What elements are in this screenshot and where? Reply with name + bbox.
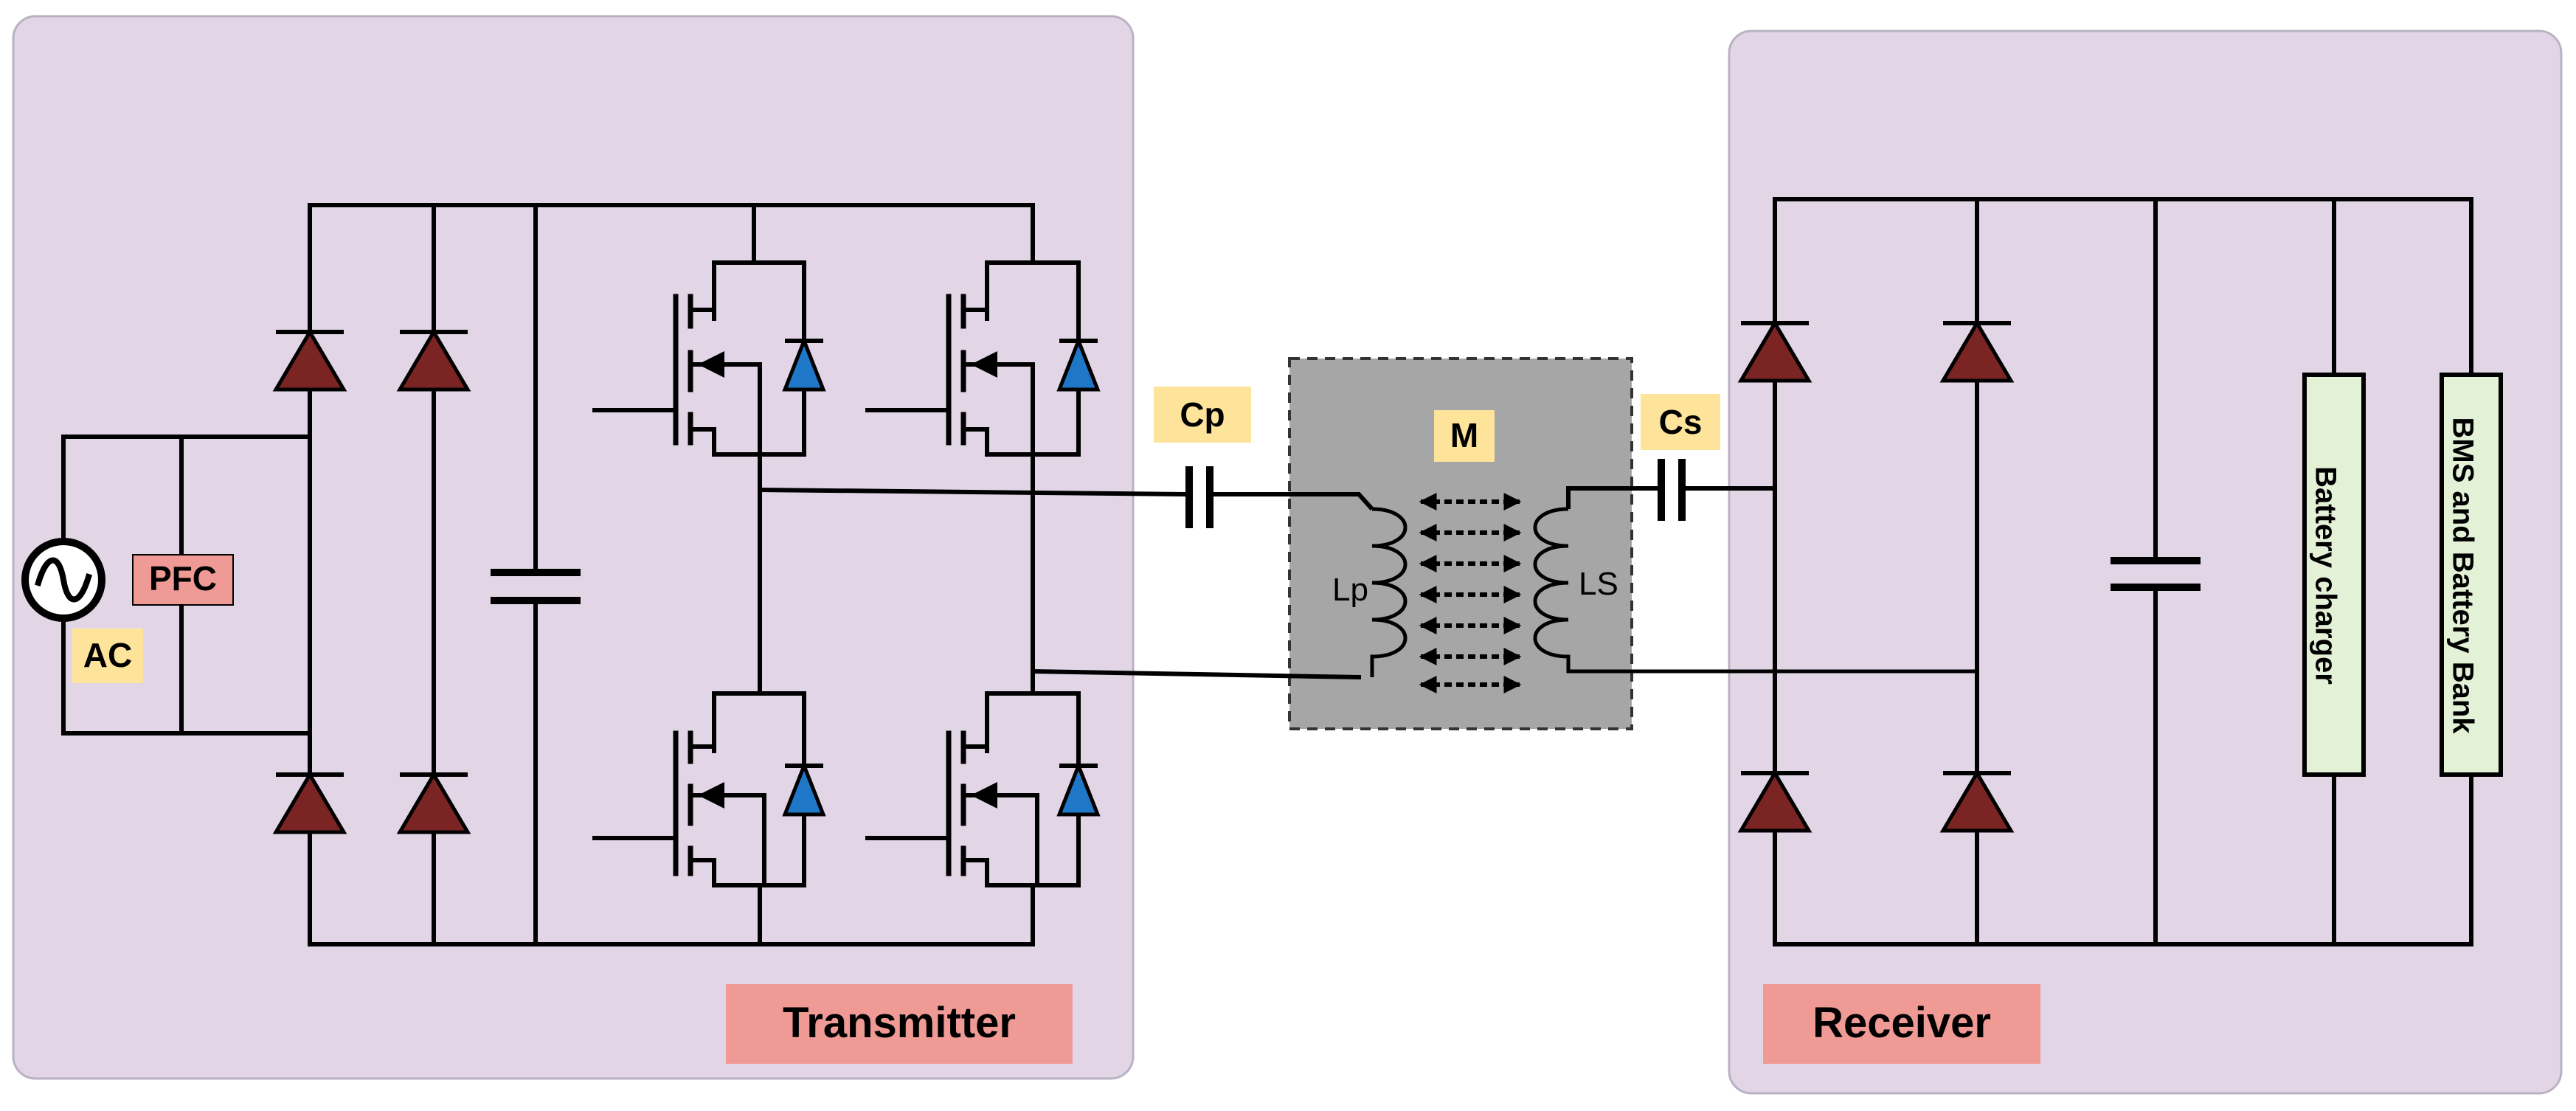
diode-icon <box>396 328 471 392</box>
body-diode-icon <box>1056 336 1101 392</box>
ac-label-box <box>72 629 143 683</box>
diode-icon <box>1939 319 2015 383</box>
transmitter-circuit <box>21 203 1362 946</box>
primary-coil <box>1370 507 1408 677</box>
diode-icon <box>272 771 347 834</box>
cp-label: Cp <box>1180 395 1225 434</box>
series-capacitors <box>1183 459 1775 528</box>
rectifier-diodes-tx <box>272 328 471 834</box>
coupling-arrows <box>1419 493 1522 693</box>
receiver-label-box <box>1763 984 2040 1064</box>
bms-label: BMS and Battery Bank <box>2446 418 2479 735</box>
m-label: M <box>1450 416 1478 454</box>
mosfet-arrow-icon <box>971 782 997 809</box>
transmitter-label: Transmitter <box>783 999 1016 1047</box>
cp-label-box <box>1154 387 1251 443</box>
body-diode-icon <box>782 761 826 817</box>
bms-block <box>2440 373 2503 777</box>
mosfet-arrow-icon <box>971 351 997 378</box>
secondary-coil <box>1533 507 1977 674</box>
mosfet-arrow-icon <box>698 782 724 809</box>
diode-icon <box>396 771 471 834</box>
body-diode-icon <box>782 336 826 392</box>
m-label-box <box>1434 410 1495 462</box>
diode-icon <box>1939 769 2015 833</box>
diode-icon <box>1737 769 1812 833</box>
diode-icon <box>1737 319 1812 383</box>
rectifier-diodes-rx <box>1737 319 2015 833</box>
pfc-label: PFC <box>149 559 217 598</box>
battery-charger-block <box>2302 373 2366 777</box>
body-diode-icon <box>1056 761 1101 817</box>
cs-label-box <box>1641 394 1720 450</box>
diode-icon <box>272 328 347 392</box>
inverter-switch-diodes <box>698 336 1101 817</box>
transmitter-label-box <box>726 984 1073 1064</box>
mosfet-arrow-icon <box>698 351 724 378</box>
battery-charger-label: Battery charger <box>2309 466 2341 685</box>
cs-label: Cs <box>1659 403 1703 441</box>
coils <box>1370 507 1977 677</box>
ls-label: LS <box>1579 566 1618 602</box>
ac-label: AC <box>83 636 132 674</box>
lp-label: Lp <box>1332 572 1368 608</box>
receiver-label: Receiver <box>1812 999 1991 1047</box>
pfc-label-box <box>132 554 234 606</box>
